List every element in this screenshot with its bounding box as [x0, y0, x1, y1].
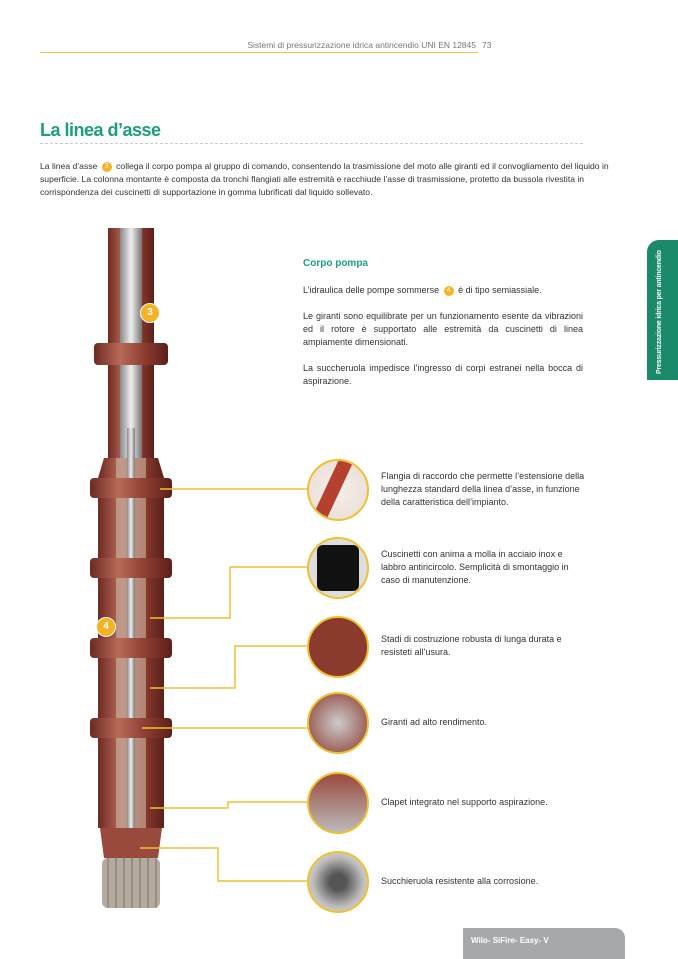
callout-image-clapet	[307, 772, 369, 834]
callout-image-stages	[307, 616, 369, 678]
page-number: 73	[482, 40, 492, 50]
callout-image-impeller	[307, 692, 369, 754]
paragraph-hydraulics: L’idraulica delle pompe sommerse 4 è di …	[303, 284, 583, 297]
section-title: Corpo pompa	[303, 258, 368, 269]
section-side-tab: Pressurizzazione idrica per antincendio	[647, 240, 678, 380]
callout-text-clapet: Clapet integrato nel supporto aspirazion…	[381, 797, 548, 807]
side-tab-label: Pressurizzazione idrica per antincendio	[656, 250, 663, 374]
callout-image-bearing	[307, 537, 369, 599]
intro-paragraph: La linea d’asse 3 collega il corpo pompa…	[40, 160, 610, 199]
paragraph-impellers: Le giranti sono equilibrate per un funzi…	[303, 311, 583, 347]
header-rule	[40, 52, 478, 53]
callout-text-strainer: Succhieruola resistente alla corrosione.	[381, 876, 539, 886]
p1-start: L’idraulica delle pompe sommerse	[303, 285, 440, 295]
intro-text-start: La linea d’asse	[40, 161, 98, 171]
marker-3: 3	[140, 303, 160, 323]
title-divider	[40, 143, 583, 144]
footer-product-tab: Wilo- SiFire- Easy- V	[463, 928, 625, 959]
callout-image-flange	[307, 459, 369, 521]
intro-text-rest: collega il corpo pompa al gruppo di coma…	[40, 161, 609, 197]
running-title: Sistemi di pressurizzazione idrica antin…	[247, 40, 476, 50]
callout-text-bearing: Cuscinetti con anima a molla in acciaio …	[381, 549, 569, 585]
callout-text-stages: Stadi di costruzione robusta di lunga du…	[381, 634, 562, 657]
callout-text-impeller: Giranti ad alto rendimento.	[381, 717, 488, 727]
pump-illustration	[90, 228, 308, 908]
callout-text-flange: Flangia di raccordo che permette l’esten…	[381, 471, 585, 507]
footer-label: Wilo- SiFire- Easy- V	[471, 936, 549, 945]
marker-badge: 3	[101, 162, 112, 172]
callout-image-strainer	[307, 851, 369, 913]
page-title: La linea d’asse	[40, 120, 161, 140]
paragraph-strainer: La succheruola impedisce l'ingresso di c…	[303, 363, 583, 386]
marker-4: 4	[96, 617, 116, 637]
marker-badge: 4	[443, 286, 454, 296]
p1-rest: è di tipo semiassiale.	[458, 285, 542, 295]
